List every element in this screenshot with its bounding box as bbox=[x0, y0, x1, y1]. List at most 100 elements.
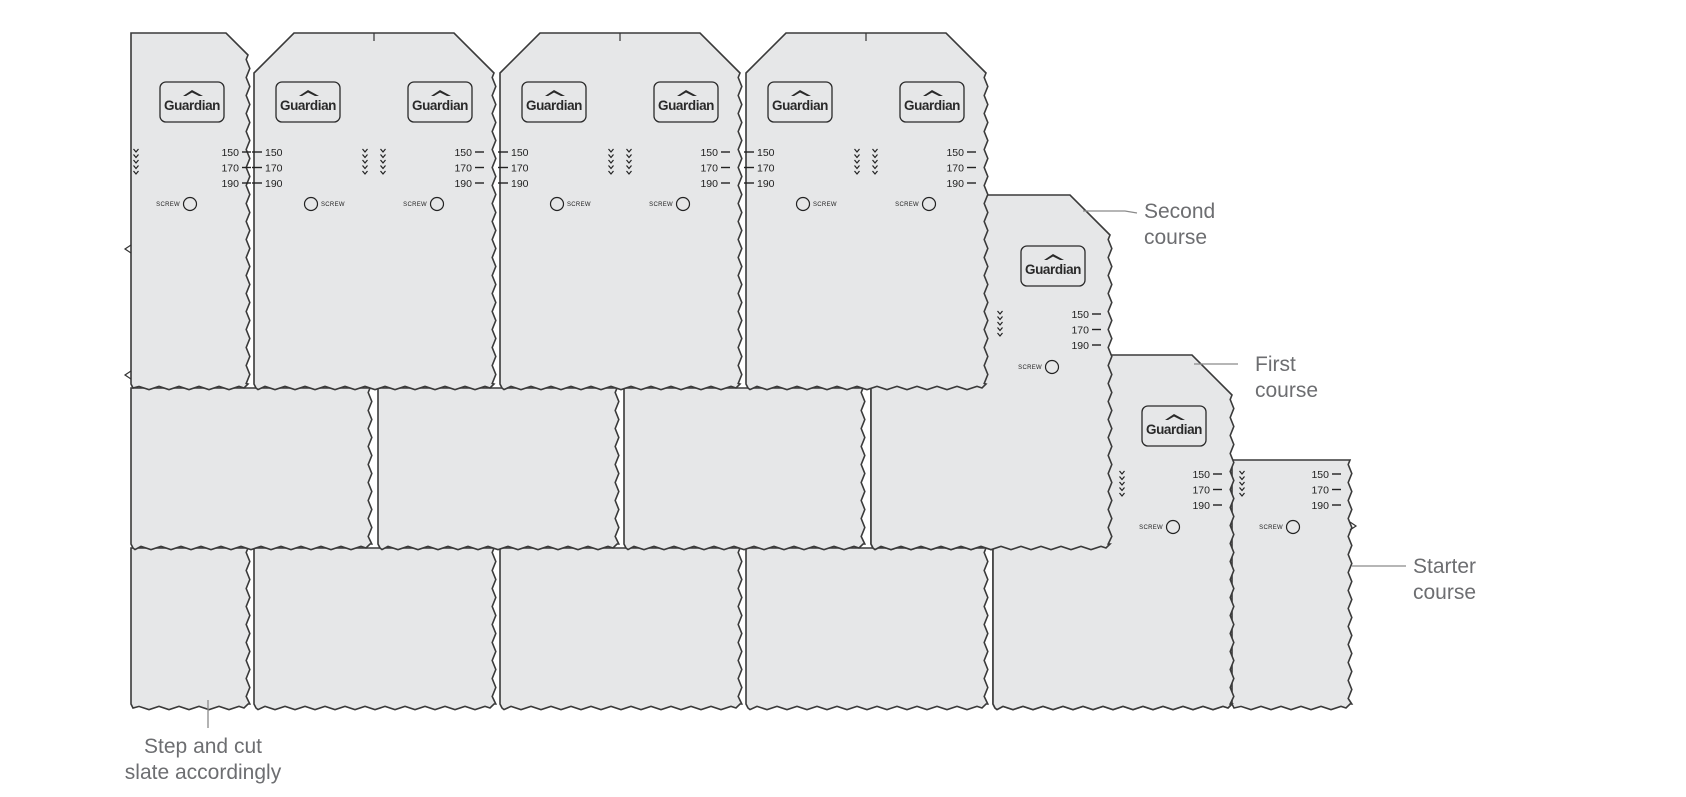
logo-text: Guardian bbox=[280, 98, 336, 113]
screw-label: SCREW bbox=[403, 202, 427, 208]
nail-mark bbox=[362, 154, 368, 159]
slate-body bbox=[499, 32, 743, 391]
logo-text: Guardian bbox=[772, 98, 828, 113]
nail-mark bbox=[997, 332, 1003, 337]
nail-mark bbox=[362, 170, 368, 175]
guardian-logo: Guardian bbox=[159, 81, 225, 123]
gauge-label: 170 bbox=[1311, 485, 1329, 497]
gauge-label: 150 bbox=[1192, 469, 1210, 481]
nail-mark bbox=[854, 165, 860, 170]
nail-mark bbox=[362, 148, 368, 153]
roof-icon bbox=[183, 90, 203, 96]
guardian-logo: Guardian bbox=[1020, 245, 1086, 287]
screw-hole bbox=[1285, 519, 1301, 535]
screw-label: SCREW bbox=[813, 202, 837, 208]
gauge-label: 170 bbox=[700, 163, 718, 175]
nail-mark bbox=[626, 165, 632, 170]
guardian-logo: Guardian bbox=[653, 81, 719, 123]
gauge-label: 190 bbox=[1311, 500, 1329, 512]
nail-mark bbox=[362, 159, 368, 164]
screw-hole bbox=[429, 196, 445, 212]
gauge-label: 150 bbox=[511, 147, 529, 159]
roof-icon bbox=[677, 90, 697, 96]
nail-mark bbox=[872, 165, 878, 170]
nail-mark bbox=[133, 165, 139, 170]
label-step-and-cut: Step and cut slate accordingly bbox=[124, 735, 282, 784]
nail-mark bbox=[608, 154, 614, 159]
nail-mark bbox=[362, 165, 368, 170]
gauge-label: 170 bbox=[1192, 485, 1210, 497]
nail-mark bbox=[380, 165, 386, 170]
label-starter-course: Starter course bbox=[1413, 555, 1477, 604]
slate-tail bbox=[623, 387, 867, 551]
nail-mark bbox=[854, 148, 860, 153]
notch-mark bbox=[1349, 521, 1358, 531]
nail-mark bbox=[997, 316, 1003, 321]
gauge-label: 190 bbox=[265, 178, 283, 190]
gauge-label: 190 bbox=[511, 178, 529, 190]
nail-mark bbox=[380, 159, 386, 164]
roof-icon bbox=[545, 90, 565, 96]
nail-mark bbox=[380, 148, 386, 153]
nail-mark bbox=[1239, 492, 1245, 497]
nail-mark bbox=[626, 154, 632, 159]
gauge-label: 170 bbox=[1071, 325, 1089, 337]
guardian-logo: Guardian bbox=[1141, 405, 1207, 447]
nail-mark bbox=[1239, 481, 1245, 486]
nail-mark bbox=[608, 165, 614, 170]
gauge-label: 150 bbox=[1071, 309, 1089, 321]
logo-text: Guardian bbox=[412, 98, 468, 113]
gauge-label: 190 bbox=[700, 178, 718, 190]
logo-frame bbox=[275, 81, 341, 123]
logo-frame bbox=[767, 81, 833, 123]
gauge-label: 170 bbox=[757, 163, 775, 175]
gauge-label: 170 bbox=[221, 163, 239, 175]
nail-mark bbox=[872, 148, 878, 153]
screw-hole bbox=[303, 196, 319, 212]
screw-hole bbox=[182, 196, 198, 212]
gauge-label: 190 bbox=[757, 178, 775, 190]
roof-icon bbox=[791, 90, 811, 96]
guardian-logo: Guardian bbox=[767, 81, 833, 123]
slate-tail bbox=[130, 387, 374, 551]
nail-mark bbox=[133, 154, 139, 159]
nail-mark bbox=[872, 154, 878, 159]
nail-mark bbox=[608, 170, 614, 175]
logo-text: Guardian bbox=[658, 98, 714, 113]
screw-label: SCREW bbox=[1018, 365, 1042, 371]
nail-mark bbox=[1119, 481, 1125, 486]
roof-icon bbox=[923, 90, 943, 96]
nail-mark bbox=[1239, 470, 1245, 475]
nail-mark bbox=[997, 327, 1003, 332]
logo-frame bbox=[159, 81, 225, 123]
gauge-label: 170 bbox=[454, 163, 472, 175]
guardian-logo: Guardian bbox=[275, 81, 341, 123]
gauge-label: 190 bbox=[946, 178, 964, 190]
screw-label: SCREW bbox=[321, 202, 345, 208]
nail-mark bbox=[997, 310, 1003, 315]
label-first-course: First course bbox=[1255, 353, 1319, 402]
logo-frame bbox=[521, 81, 587, 123]
logo-frame bbox=[1020, 245, 1086, 287]
nail-mark bbox=[626, 170, 632, 175]
gauge-label: 170 bbox=[265, 163, 283, 175]
nail-mark bbox=[133, 159, 139, 164]
slate-tail bbox=[130, 547, 252, 711]
guardian-logo: Guardian bbox=[899, 81, 965, 123]
nail-mark bbox=[133, 170, 139, 175]
logo-text: Guardian bbox=[1025, 262, 1081, 277]
nail-mark bbox=[1119, 487, 1125, 492]
screw-hole bbox=[675, 196, 691, 212]
nail-mark bbox=[1119, 492, 1125, 497]
nail-mark bbox=[854, 170, 860, 175]
screw-hole bbox=[1165, 519, 1181, 535]
logo-frame bbox=[1141, 405, 1207, 447]
logo-frame bbox=[899, 81, 965, 123]
roof-icon bbox=[299, 90, 319, 96]
gauge-label: 150 bbox=[454, 147, 472, 159]
logo-frame bbox=[407, 81, 473, 123]
